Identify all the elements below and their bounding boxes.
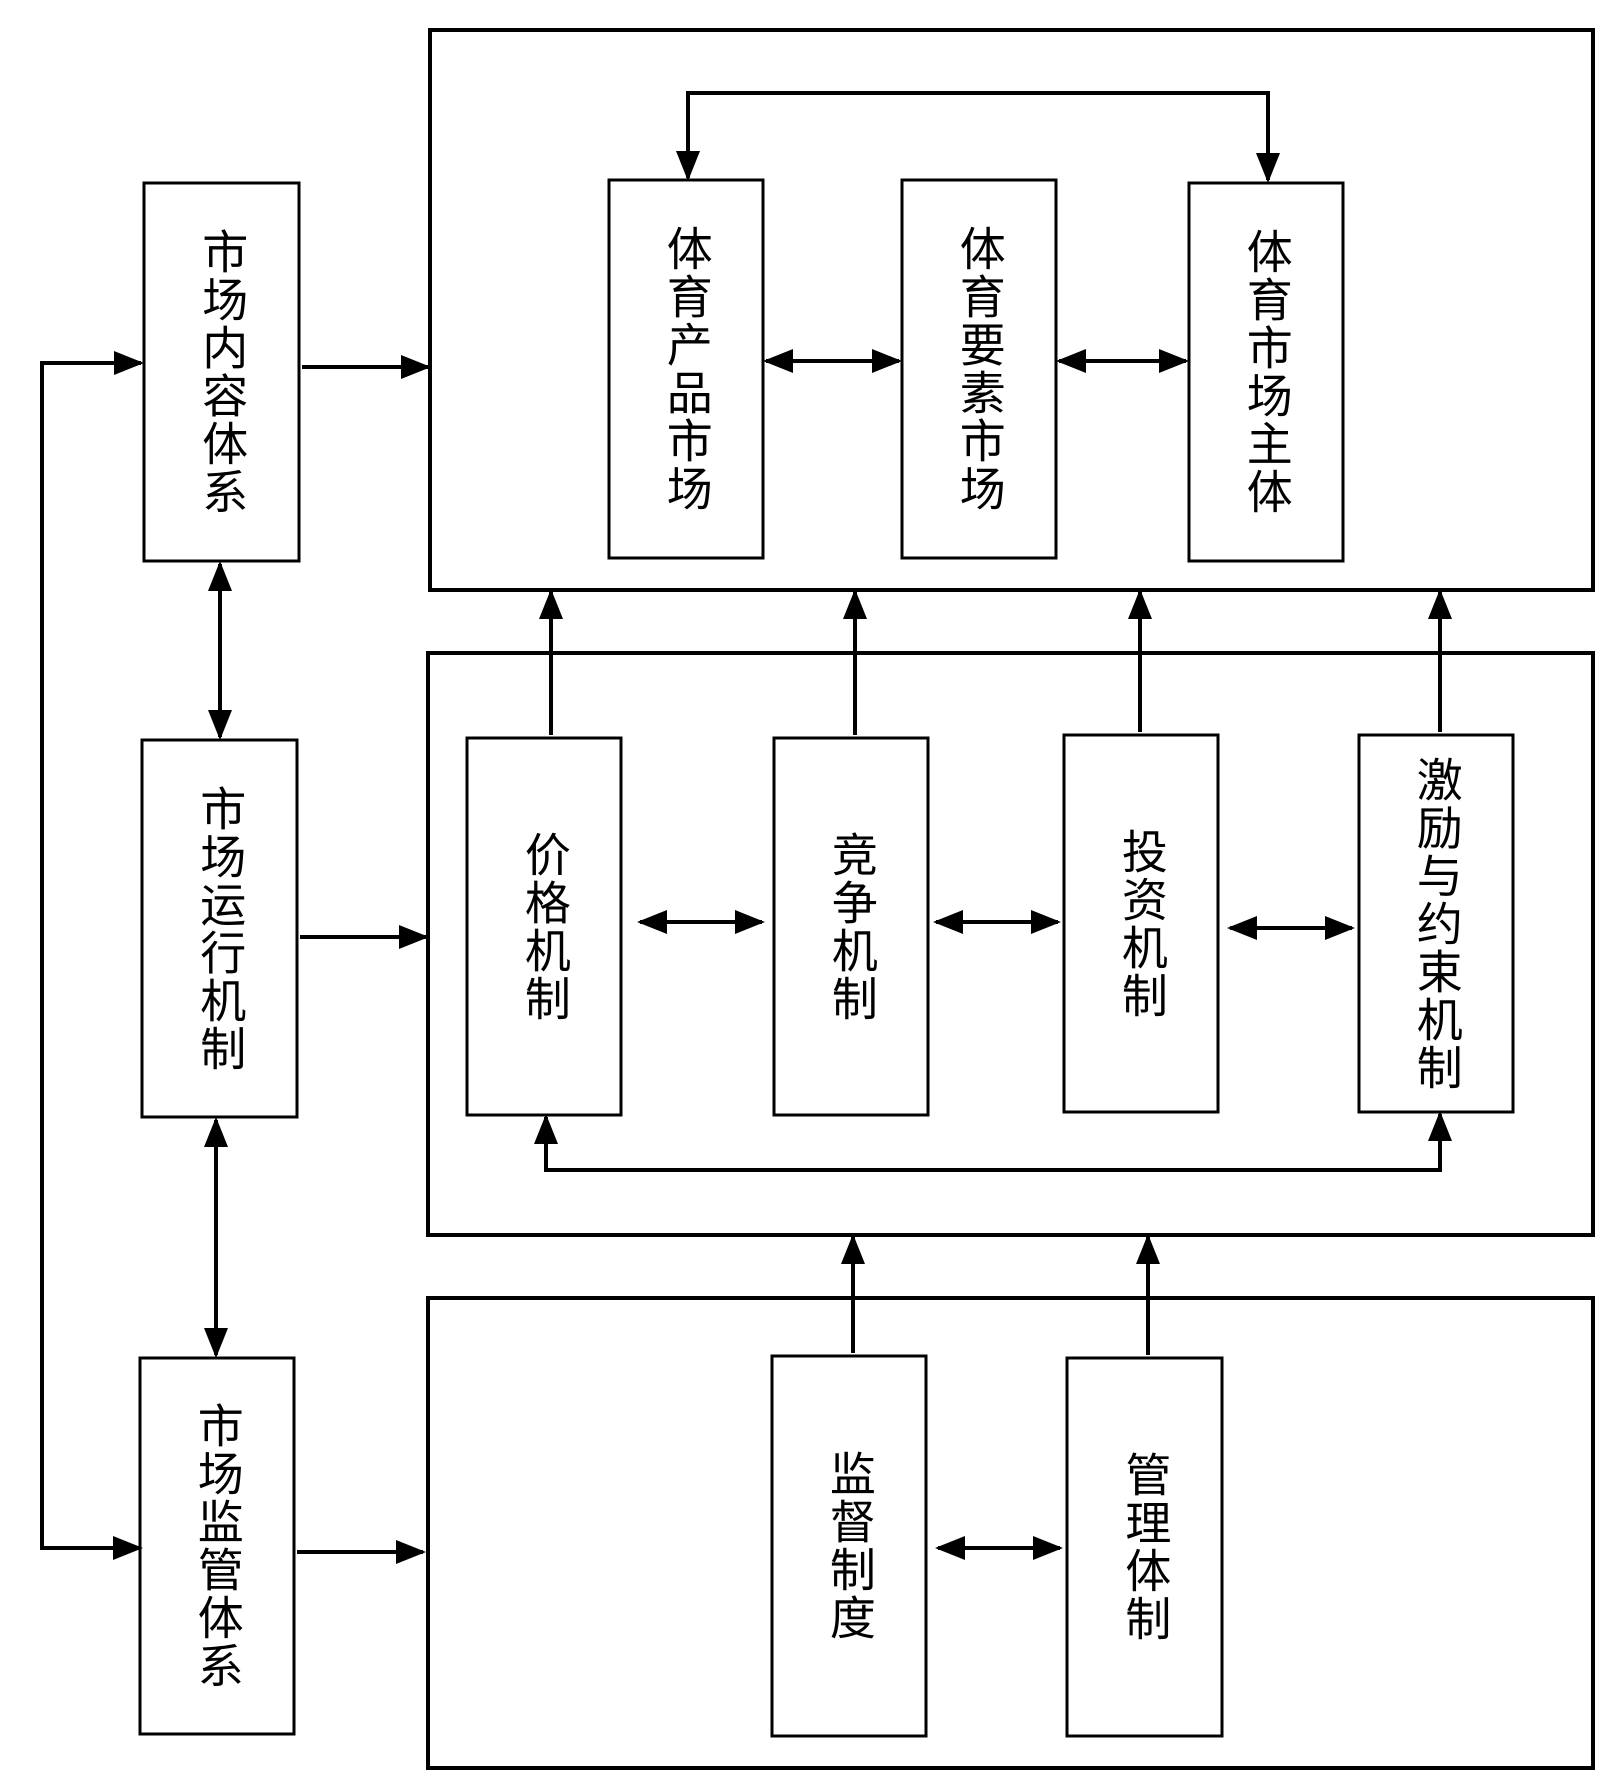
connectors	[40, 91, 1452, 1564]
market-entity-box	[1187, 181, 1345, 563]
incentive-mechanism-box	[1357, 733, 1515, 1114]
left-bracket-line	[40, 351, 144, 1560]
supervision-system-box	[138, 1356, 296, 1736]
factor-market-box	[900, 178, 1058, 560]
top-group-frame	[428, 28, 1595, 592]
supervision-system-label: 市场监管体系	[190, 1402, 245, 1690]
operation-mechanism-label: 市场运行机制	[193, 784, 248, 1073]
factor-market-label: 体育要素市场	[952, 225, 1007, 513]
competition-mechanism-box	[772, 736, 930, 1117]
price-mechanism-label: 价格机制	[517, 830, 572, 1023]
supervision-rule-label: 监督制度	[822, 1450, 877, 1642]
supervision-rule-box	[770, 1354, 928, 1738]
price-mechanism-box	[465, 736, 623, 1117]
investment-mechanism-label: 投资机制	[1114, 827, 1169, 1020]
bottom-group-frame	[426, 1296, 1595, 1770]
market-entity-label: 体育市场主体	[1239, 228, 1294, 516]
management-system-label: 管理体制	[1118, 1451, 1173, 1643]
management-system-box	[1065, 1356, 1224, 1738]
content-system-box	[142, 181, 301, 563]
product-market-box	[607, 178, 765, 560]
investment-mechanism-box	[1062, 733, 1220, 1114]
product-market-label: 体育产品市场	[659, 225, 714, 513]
incentive-mechanism-label: 激励与约束机制	[1409, 755, 1464, 1092]
arrow-price-incentive-loop	[534, 1111, 1452, 1172]
arrow-product-entity-loop	[676, 91, 1280, 183]
content-system-label: 市场内容体系	[195, 228, 250, 516]
competition-mechanism-label: 竞争机制	[824, 830, 879, 1023]
